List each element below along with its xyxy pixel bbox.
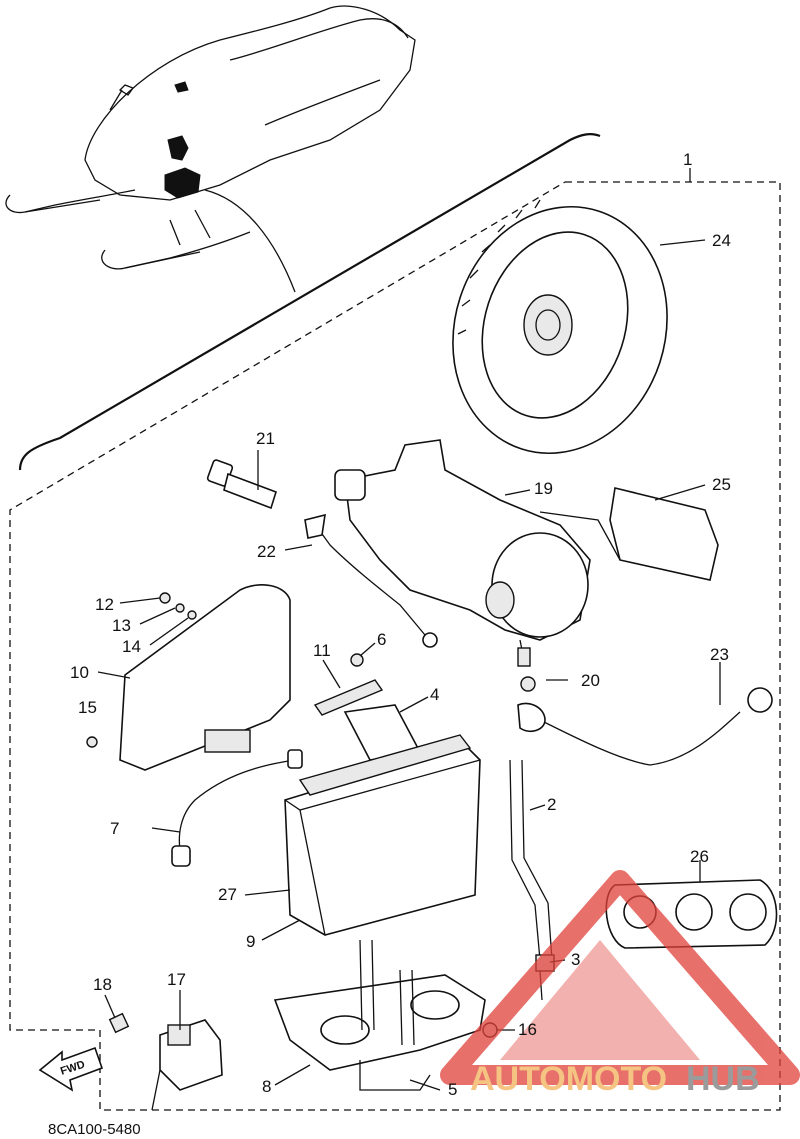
watermark: AUTOMOTO HUB bbox=[440, 870, 800, 1098]
callout-6: 6 bbox=[377, 630, 386, 649]
callout-27: 27 bbox=[218, 885, 237, 904]
negative-cable bbox=[178, 759, 296, 851]
callout-17: 17 bbox=[167, 970, 186, 989]
callout-11: 11 bbox=[313, 641, 331, 660]
breather-tube bbox=[509, 759, 541, 961]
watermark-text-b: HUB bbox=[686, 1060, 760, 1098]
reference-code: 8CA100-5480 bbox=[48, 1121, 141, 1138]
callout-7: 7 bbox=[110, 819, 119, 838]
terminal-bracket bbox=[313, 679, 384, 716]
callout-15: 15 bbox=[78, 698, 97, 717]
battery-tray bbox=[273, 974, 486, 1071]
callout-2: 2 bbox=[547, 795, 556, 814]
callout-18: 18 bbox=[93, 975, 112, 994]
callout-21: 21 bbox=[256, 429, 275, 448]
watermark-triangle-icon bbox=[440, 870, 800, 1085]
callout-3: 3 bbox=[571, 950, 580, 969]
relay-screw bbox=[108, 1012, 130, 1034]
callouts: 1 2 3 4 5 6 7 8 9 10 11 12 13 14 15 16 1… bbox=[70, 150, 731, 1099]
callout-9: 9 bbox=[246, 932, 255, 951]
watermark-text-a: AUTOMOTO bbox=[470, 1060, 667, 1098]
callout-10: 10 bbox=[70, 663, 89, 682]
starter-pad bbox=[609, 487, 719, 581]
callout-4: 4 bbox=[430, 685, 439, 704]
callout-14: 14 bbox=[122, 637, 141, 656]
leader-lines bbox=[97, 239, 721, 1091]
callout-20: 20 bbox=[581, 671, 600, 690]
starter-cable bbox=[311, 519, 426, 636]
assembly-boundary bbox=[9, 181, 781, 1111]
callout-8: 8 bbox=[262, 1077, 271, 1096]
battery bbox=[284, 734, 481, 936]
callout-23: 23 bbox=[710, 645, 729, 664]
ring-gear-flywheel bbox=[452, 199, 668, 455]
callout-1: 1 bbox=[683, 150, 692, 169]
fwd-arrow-icon: FWD bbox=[38, 1046, 104, 1092]
callout-16: 16 bbox=[518, 1020, 537, 1039]
callout-5: 5 bbox=[448, 1080, 457, 1099]
starter-relay bbox=[151, 1019, 223, 1111]
snowmobile-overview bbox=[5, 5, 416, 293]
callout-12: 12 bbox=[95, 595, 114, 614]
positive-cable bbox=[539, 711, 741, 766]
callout-13: 13 bbox=[112, 616, 131, 635]
divider-line bbox=[18, 133, 601, 471]
callout-22: 22 bbox=[257, 542, 276, 561]
starter-motor bbox=[334, 439, 591, 667]
callout-24: 24 bbox=[712, 231, 731, 250]
callout-19: 19 bbox=[534, 479, 553, 498]
callout-25: 25 bbox=[712, 475, 731, 494]
bolt bbox=[206, 459, 277, 510]
callout-26: 26 bbox=[690, 847, 709, 866]
